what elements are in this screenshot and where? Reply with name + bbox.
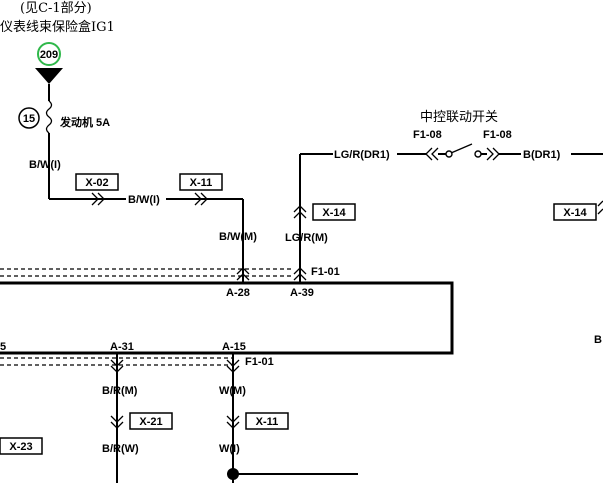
connector-label-x11-top: X-11 — [190, 177, 213, 189]
inline-connector-x11-icon — [194, 192, 208, 206]
node-209-ring — [37, 42, 61, 66]
connector-box-x14-right — [553, 203, 597, 221]
switch-pin-left: F1-08 — [413, 129, 442, 141]
module-pin-a31: A-31 — [110, 341, 134, 353]
inline-connector-x21-icon — [110, 415, 124, 429]
switch-contact-right-icon — [474, 150, 482, 158]
switch-pin-right: F1-08 — [483, 129, 512, 141]
fuse-number: 15 — [23, 113, 35, 125]
switch-blade-icon — [450, 143, 473, 154]
reference-note: (见C-1部分) — [20, 1, 92, 16]
module-connector-a39-icon — [293, 267, 307, 281]
module-pin-a28: A-28 — [226, 287, 250, 299]
connector-box-x14-center — [312, 203, 356, 221]
connector-label-x11-bottom: X-11 — [256, 416, 279, 428]
wire-label-w-m: W(M) — [219, 385, 246, 397]
wire-label-bw-m: B/W(M) — [219, 231, 257, 243]
inline-connector-x02-icon — [91, 192, 105, 206]
right-partial-label: B — [594, 334, 602, 346]
connector-label-x02: X-02 — [85, 177, 108, 189]
connector-box-x23 — [0, 437, 43, 455]
wire-label-lg-r-dr1: LG/R(DR1) — [334, 149, 390, 161]
module-connector-a15-icon — [226, 359, 240, 373]
wire-label-bw-i-vertical: B/W(I) — [29, 159, 61, 171]
wire-label-b-r-m: B/R(M) — [102, 385, 138, 397]
inline-connector-x14-icon — [293, 205, 307, 219]
node-209-label: 209 — [40, 49, 58, 61]
connector-box-x11-bottom — [245, 412, 289, 430]
feed-triangle-icon — [35, 68, 63, 84]
connector-label-x14-right: X-14 — [563, 207, 587, 219]
connector-label-x23: X-23 — [9, 441, 32, 453]
wire-label-bw-i-horizontal: B/W(I) — [128, 194, 160, 206]
switch-connector-left-icon — [425, 147, 439, 161]
control-module-outline — [0, 281, 454, 355]
module-pin-a39: A-39 — [290, 287, 314, 299]
fuse-box-title: 仪表线束保险盒IG1 — [0, 19, 115, 35]
module-connector-a31-icon — [110, 359, 124, 373]
module-connector-a28-icon — [236, 267, 250, 281]
module-pin-f1-01-top: F1-01 — [311, 266, 340, 278]
wire-label-w-i: W(I) — [219, 443, 240, 455]
wire-label-b-r-w: B/R(W) — [102, 443, 139, 455]
module-pin-f1-01-bottom: F1-01 — [245, 356, 274, 368]
fuse-15-ring — [18, 107, 40, 129]
switch-contact-left-icon — [445, 150, 453, 158]
switch-title: 中控联动开关 — [420, 110, 498, 125]
fuse-icon — [45, 100, 53, 134]
fuse-rating-label: 发动机 5A — [59, 115, 110, 129]
inline-connector-x11-bottom-icon — [226, 415, 240, 429]
module-pin-partial-left: 5 — [0, 341, 6, 353]
switch-connector-right-icon — [486, 147, 500, 161]
wire-label-b-dr1: B(DR1) — [523, 149, 561, 161]
connector-box-x02 — [75, 173, 119, 191]
connector-label-x14-center: X-14 — [322, 207, 346, 219]
module-pin-a15: A-15 — [222, 341, 246, 353]
connector-box-x11-top — [179, 173, 223, 191]
connector-box-x21 — [129, 412, 173, 430]
connector-label-x21: X-21 — [139, 416, 162, 428]
wire-label-lg-r-m: LG/R(M) — [285, 232, 328, 244]
